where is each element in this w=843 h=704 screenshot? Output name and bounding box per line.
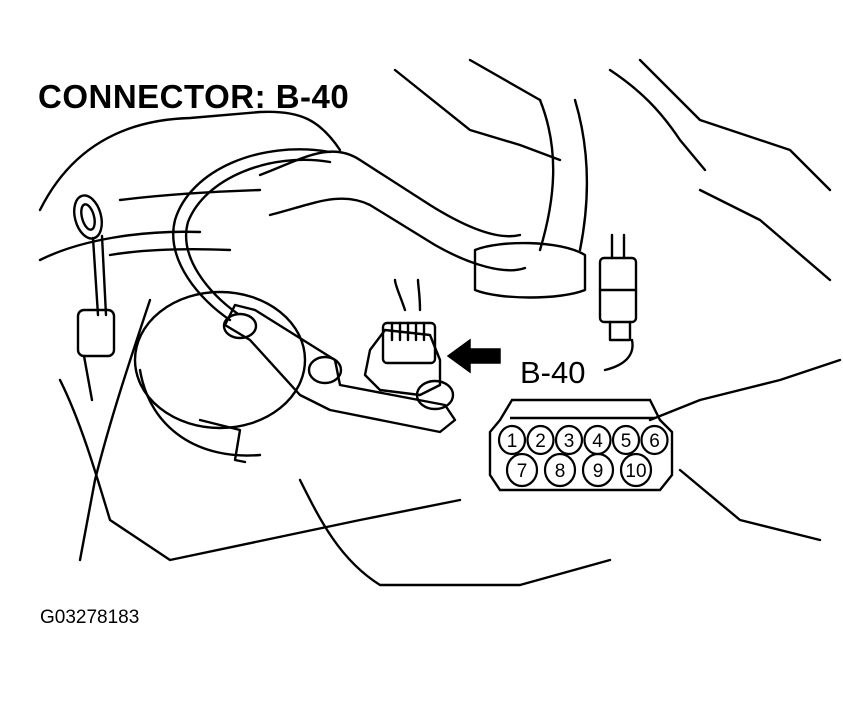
pin-label-10: 10 — [625, 461, 646, 482]
pin-outline-9 — [581, 452, 615, 488]
round-housing — [133, 290, 307, 430]
pin-label-6: 6 — [649, 431, 660, 452]
pointer-arrow — [446, 338, 501, 374]
pin-label-8: 8 — [555, 461, 566, 482]
leader-line — [603, 338, 634, 372]
figure-id: G03278183 — [40, 607, 140, 628]
pin-row-bottom: 7 8 9 10 — [505, 452, 653, 488]
sensor-bracket — [223, 303, 457, 434]
pin-label-9: 9 — [593, 461, 604, 482]
pin-label-3: 3 — [564, 431, 575, 452]
pin-label-2: 2 — [535, 431, 546, 452]
engine-outline — [38, 110, 342, 212]
pin-label-5: 5 — [621, 431, 632, 452]
dipstick-grip — [76, 308, 116, 358]
pin-outline-7 — [505, 452, 539, 488]
harness-clip — [473, 241, 587, 299]
pin-outline-10 — [619, 452, 653, 488]
bolt-middle — [307, 355, 343, 385]
pin-label-1: 1 — [507, 431, 518, 452]
dipstick-handle — [73, 194, 103, 240]
pin-outline-2 — [526, 424, 555, 456]
diagram-title: CONNECTOR: B-40 — [38, 78, 350, 115]
pin-label-4: 4 — [592, 431, 603, 452]
connector-label: B-40 — [520, 355, 585, 390]
pin-outline-5 — [611, 424, 641, 456]
bolt-left — [222, 312, 258, 340]
pin-outline-3 — [554, 424, 584, 456]
pin-label-7: 7 — [517, 461, 528, 482]
connector-pin-face — [488, 398, 674, 492]
harness-hose — [258, 150, 522, 238]
pin-outline-1 — [497, 424, 527, 456]
pin-outline-8 — [543, 452, 577, 488]
pin-outline-6 — [640, 424, 669, 456]
